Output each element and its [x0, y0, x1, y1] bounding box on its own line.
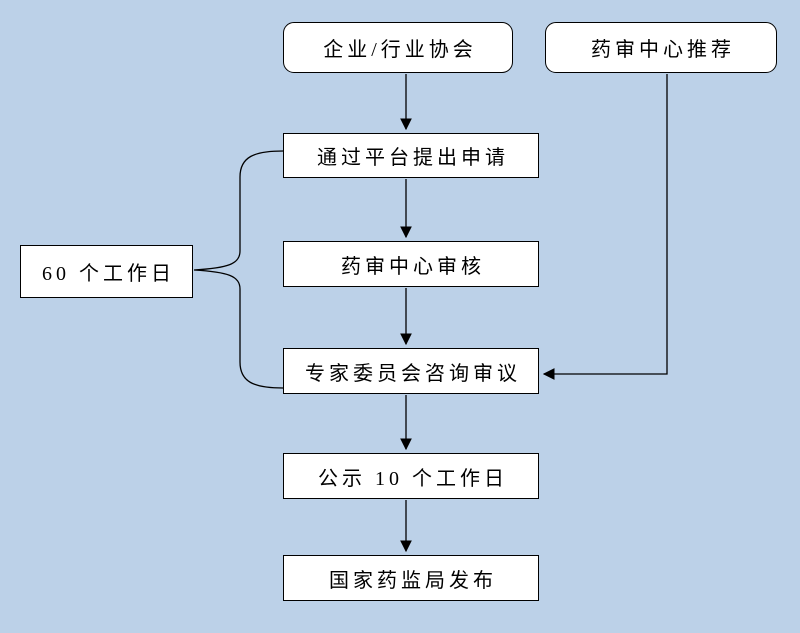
node-cde-recommendation: 药审中心推荐 — [545, 22, 777, 73]
node-enterprise-industry-association: 企业/行业协会 — [283, 22, 513, 73]
arrow-recommend-to-expert — [542, 74, 668, 380]
node-public-notice-10-working-days: 公示 10 个工作日 — [283, 453, 539, 499]
brace-60-working-days — [193, 150, 284, 389]
node-60-working-days: 60 个工作日 — [20, 245, 193, 298]
node-submit-application-via-platform: 通过平台提出申请 — [283, 133, 539, 178]
node-expert-committee-consultation: 专家委员会咨询审议 — [283, 348, 539, 394]
node-nmpa-release: 国家药监局发布 — [283, 555, 539, 601]
node-cde-review: 药审中心审核 — [283, 241, 539, 287]
